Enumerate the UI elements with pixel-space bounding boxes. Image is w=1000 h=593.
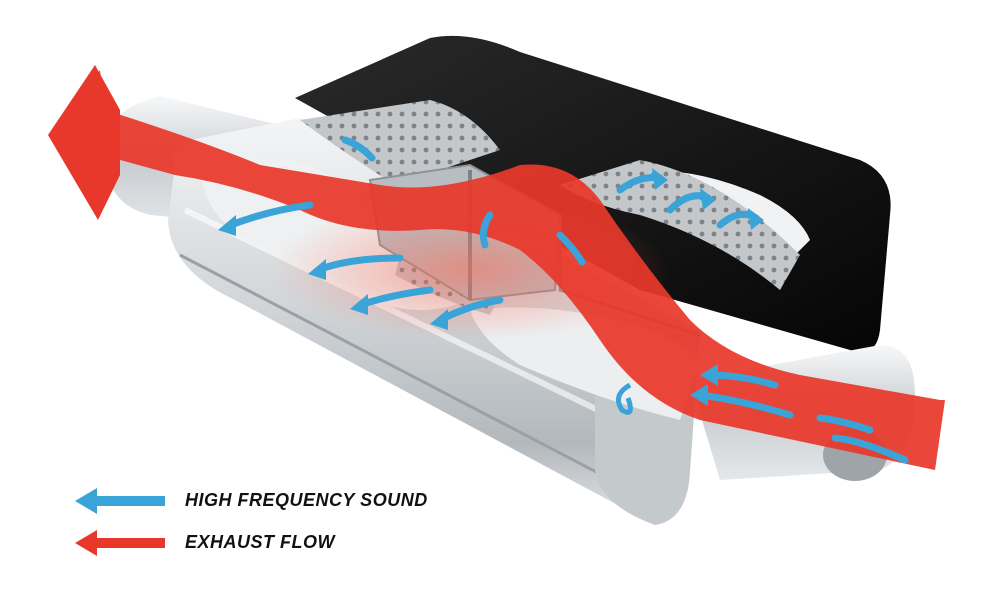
sound-arrowhead xyxy=(350,294,368,315)
sound-arrow xyxy=(696,391,794,419)
sound-arrowhead xyxy=(430,309,448,330)
sound-arrow xyxy=(224,201,314,230)
sound-arrowhead xyxy=(308,259,326,280)
muffler-body-seam xyxy=(179,253,651,502)
swirl-arrow xyxy=(615,382,633,415)
red-left-arrow-icon xyxy=(75,530,165,556)
sound-arrow xyxy=(556,231,586,266)
sound-arrowheads xyxy=(218,168,764,406)
exhaust-flow-path xyxy=(55,70,945,470)
sound-arrow xyxy=(831,434,909,464)
sound-arrow xyxy=(816,414,874,434)
legend-label-exhaust-flow: EXHAUST FLOW xyxy=(185,532,335,552)
blue-left-arrow-icon xyxy=(75,488,165,514)
legend-item-exhaust-flow: EXHAUST FLOW xyxy=(75,528,455,558)
exhaust-arrowhead xyxy=(48,65,120,220)
sound-arrows xyxy=(224,136,909,464)
legend-label-high-frequency-sound: HIGH FREQUENCY SOUND xyxy=(185,490,428,510)
sound-arrowhead xyxy=(748,208,764,230)
sound-arrowhead xyxy=(652,168,668,190)
perforated-baffle-top xyxy=(300,100,500,185)
sound-arrowhead xyxy=(690,384,708,406)
legend: HIGH FREQUENCY SOUND EXHAUST FLOW xyxy=(75,486,455,566)
sound-arrow xyxy=(341,136,376,162)
sound-arrowhead xyxy=(218,215,236,236)
sound-arrow xyxy=(479,211,494,249)
sound-arrowhead xyxy=(700,364,718,386)
sound-arrowhead xyxy=(700,188,716,210)
legend-item-high-frequency-sound: HIGH FREQUENCY SOUND xyxy=(75,486,455,516)
